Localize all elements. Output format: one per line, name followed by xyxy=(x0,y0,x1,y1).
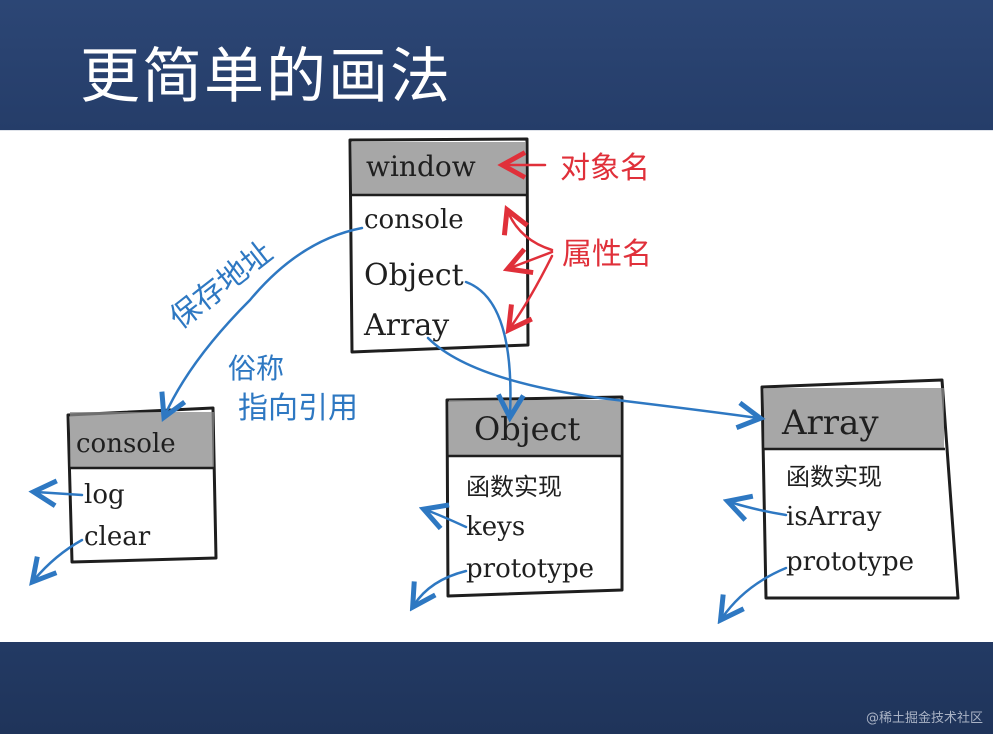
also-called-label: 俗称 xyxy=(228,352,284,385)
array-box-note: 函数实现 xyxy=(786,463,882,491)
object-reference-arrow xyxy=(464,280,510,415)
array-prop-prototype: prototype xyxy=(786,547,914,577)
window-prop-array: Array xyxy=(363,308,449,343)
isarray-stub-arrow xyxy=(730,502,788,515)
console-prop-log: log xyxy=(84,480,125,510)
property-name-arrow-mid xyxy=(510,252,554,268)
keys-stub-arrow xyxy=(426,510,468,527)
property-name-label: 属性名 xyxy=(562,237,652,272)
console-prop-clear: clear xyxy=(84,522,151,552)
red-annotations: 对象名 属性名 xyxy=(505,151,652,328)
array-box-header-fill xyxy=(764,388,944,448)
object-name-label: 对象名 xyxy=(560,151,650,186)
log-stub-arrow xyxy=(36,492,84,495)
window-box: window console Object Array xyxy=(348,137,530,354)
window-box-header-fill xyxy=(352,142,526,194)
object-box: Object 函数实现 keys prototype xyxy=(445,395,624,598)
array-box-header: Array xyxy=(781,403,879,443)
console-box-header: console xyxy=(76,429,176,459)
property-name-arrow-top xyxy=(508,212,554,252)
watermark: @稀土掘金技术社区 xyxy=(865,711,983,726)
array-prop-isarray: isArray xyxy=(786,502,882,532)
object-box-header-fill xyxy=(449,400,621,455)
window-prop-object: Object xyxy=(364,258,464,293)
object-box-note: 函数实现 xyxy=(466,473,562,501)
clear-stub-arrow xyxy=(34,538,84,580)
array-box: Array 函数实现 isArray prototype xyxy=(760,378,960,600)
console-reference-arrow xyxy=(165,226,364,415)
property-name-arrow-bottom xyxy=(510,254,554,328)
object-box-header: Object xyxy=(474,410,581,448)
reference-arrows xyxy=(34,226,788,618)
object-prop-keys: keys xyxy=(466,512,525,542)
array-prototype-stub-arrow xyxy=(722,566,788,618)
header-band: 更简单的画法 xyxy=(0,0,993,130)
object-prototype-stub-arrow xyxy=(414,569,468,605)
window-prop-console: console xyxy=(364,205,464,235)
window-box-header: window xyxy=(366,150,476,183)
footer-band: @稀土掘金技术社区 xyxy=(0,642,993,734)
blue-annotations: 保存地址 俗称 指向引用 xyxy=(163,235,358,426)
console-box: console log clear xyxy=(66,406,218,564)
object-prop-prototype: prototype xyxy=(466,554,594,584)
slide-title: 更简单的画法 xyxy=(80,42,452,112)
points-to-reference-label: 指向引用 xyxy=(238,391,358,426)
console-box-header-fill xyxy=(70,412,214,468)
array-reference-arrow xyxy=(426,336,758,418)
